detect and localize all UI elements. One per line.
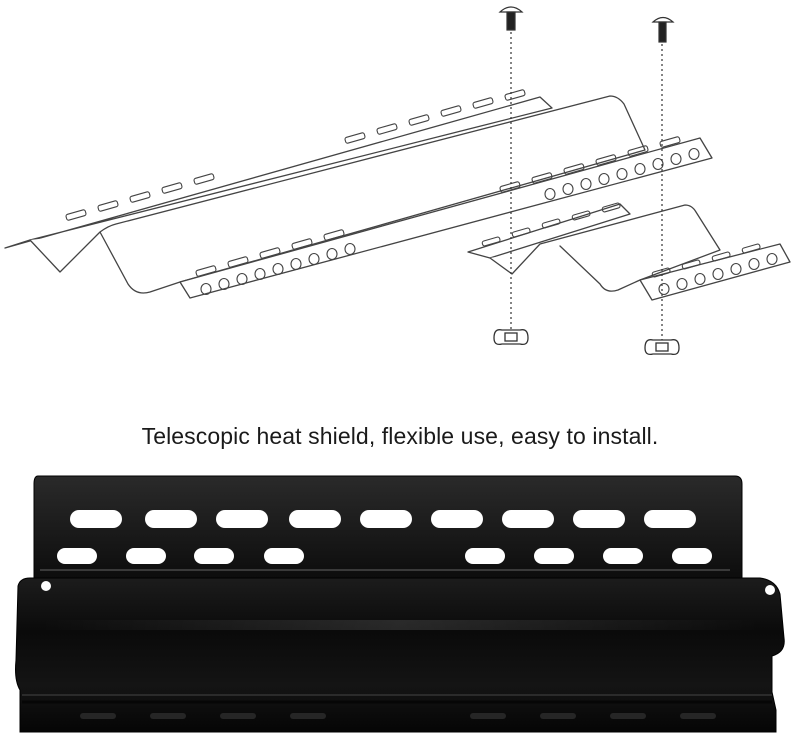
large-shield-back-lip [4,96,553,249]
bottom-lip-slots [80,713,716,719]
large-shield-back-slots [65,89,526,221]
wing-nut-icon [493,329,529,346]
large-shield-front-lip [179,137,713,299]
screw-icon [498,6,524,31]
product-caption: Telescopic heat shield, flexible use, ea… [141,423,659,449]
upper-slot-row [70,510,696,528]
screw-hole-left [41,581,51,591]
lower-slot-row [57,548,712,564]
small-shield-back-lip [467,203,631,259]
large-shield-front-holes [195,136,700,296]
screw-hole-right [765,585,775,595]
alignment-lines [510,32,663,340]
screw-icon [651,16,675,43]
heat-shield-photo [15,475,785,733]
shield-main-body [15,577,785,733]
large-shield-ridge [29,95,646,294]
wing-nut-icon [644,339,680,356]
assembly-diagram [4,6,791,356]
small-shield-holes [481,202,778,296]
